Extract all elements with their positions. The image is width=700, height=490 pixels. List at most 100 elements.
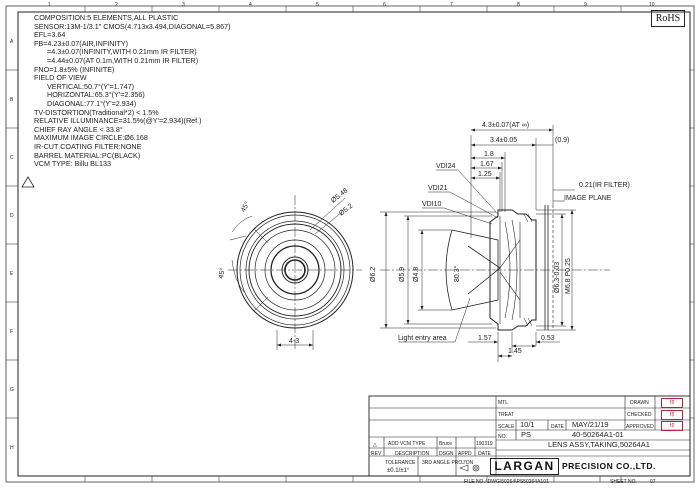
side-dim-18: 1.8 xyxy=(484,151,494,158)
side-top-dims xyxy=(470,125,554,238)
front-aperture xyxy=(284,259,306,281)
title-block-grid xyxy=(368,395,691,482)
revision-triangle xyxy=(21,176,35,188)
zone-row-f: F xyxy=(10,329,14,335)
side-dim-m68: M6.8 P0.25 xyxy=(565,258,572,294)
company-name: PRECISION CO.,LTD. xyxy=(562,461,656,471)
front-dim-arrows xyxy=(277,343,313,347)
spec-fb-near: =4.44±0.07(AT 0.1m,WITH 0.21mm IR FILTER… xyxy=(47,55,199,65)
side-lens-3 xyxy=(511,219,518,321)
projection-symbol xyxy=(459,464,480,472)
file-no: FILE NO.:\DWG\50264\PS50264A101 xyxy=(464,479,549,485)
side-dim-d48: Ø4.8 xyxy=(413,266,420,282)
zone-row-c: C xyxy=(10,155,14,161)
sheet-label: SHEET NO. xyxy=(610,479,637,485)
tb-date-col-label: DATE xyxy=(478,451,491,457)
tb-no: PS xyxy=(521,430,532,439)
front-aperture-outer xyxy=(281,256,309,284)
tb-tolerance: ±0.1/±1° xyxy=(387,468,410,474)
zone-col-3: 3 xyxy=(182,2,185,8)
callout-light-entry: Light entry area xyxy=(398,335,447,342)
spec-fov-horizontal: HORIZONTAL:65.3°(Y'=2.356) xyxy=(47,90,145,100)
spec-sensor: SENSOR:13M-1/3.1" CMOS(4.713x3.494,DIAGO… xyxy=(34,21,231,31)
front-ring-1 xyxy=(239,214,351,326)
zone-row-h: H xyxy=(10,445,14,451)
spec-composition: COMPOSITION:5 ELEMENTS,ALL PLASTIC xyxy=(34,13,179,22)
side-dim-145: 1.45 xyxy=(508,348,522,355)
tb-part-name: LENS ASSY,TAKING,50264A1 xyxy=(548,440,650,449)
zone-col-7: 7 xyxy=(450,2,453,8)
zone-row-b: B xyxy=(10,97,14,103)
front-dim-4-3: 4-3 xyxy=(289,338,300,345)
front-leader-52 xyxy=(314,211,343,235)
side-dim-43: 4.3±0.07(AT ∞) xyxy=(482,122,530,129)
tb-rev-dsgn: Bruce xyxy=(439,441,453,447)
spec-image-circle: MAXIMUM IMAGE CIRCLE:Ø6.168 xyxy=(34,133,148,143)
spec-illuminance: RELATIVE ILLUMINANCE=31.5%(@Y'=2.934)(Re… xyxy=(34,116,202,126)
zone-col-8: 8 xyxy=(517,2,520,8)
tb-drawn-label: DRAWN xyxy=(630,400,649,406)
tb-rev-label: REV xyxy=(371,451,382,457)
zone-row-g: G xyxy=(10,387,14,393)
front-45-arc-2 xyxy=(231,259,245,293)
spec-fov: FIELD OF VIEW xyxy=(34,73,87,83)
tb-rev-entry: ADD VCM TYPE xyxy=(388,441,426,447)
zone-col-2: 2 xyxy=(115,2,118,8)
spec-fov-vertical: VERTICAL:50.7°(Y'=1.747) xyxy=(47,81,135,91)
side-lens-2 xyxy=(504,221,511,319)
side-dim-09: (0.9) xyxy=(555,137,570,144)
tb-date-label: DATE xyxy=(551,424,564,430)
front-notch-sw xyxy=(253,296,269,312)
front-outer-circle xyxy=(236,211,354,329)
zone-row-d: D xyxy=(10,213,14,219)
front-45-arc-1 xyxy=(231,215,253,233)
spec-fb-ir: =4.3±0.07(INFINITY,WITH 0.21mm IR FILTER… xyxy=(47,47,197,57)
zone-row-a: A xyxy=(10,39,14,45)
spec-ir-coating: IR-CUT COATING FILTER:NONE xyxy=(34,141,142,151)
side-dim-157: 1.57 xyxy=(478,335,492,342)
front-ring-2 xyxy=(245,220,345,320)
spec-notes: COMPOSITION:5 ELEMENTS,ALL PLASTIC SENSO… xyxy=(34,13,364,169)
tb-rev-date: 190319 xyxy=(476,441,493,447)
tb-no-label: NO. xyxy=(498,434,507,440)
tb-dsgn-label: DSGN xyxy=(439,451,454,457)
spec-distortion: TV-DISTORTION(Traditional*2) < 1.5% xyxy=(34,107,159,117)
tb-desc-label: DESCRIPTION xyxy=(395,451,430,457)
approved-signature-stamp: 印 xyxy=(661,421,683,431)
spec-fno: FNO=1.8±5% (INFINITE) xyxy=(34,64,115,74)
side-rays xyxy=(499,239,521,301)
zone-col-4: 4 xyxy=(249,2,252,8)
front-ring-3 xyxy=(248,223,342,317)
callout-ir-filter: 0.21(IR FILTER) xyxy=(579,182,630,189)
callout-image-plane: IMAGE PLANE xyxy=(564,195,612,202)
spec-vcm: VCM TYPE: Billu BL133 xyxy=(34,159,111,169)
front-45-leader-1 xyxy=(229,235,247,241)
tb-projection: 3RD ANGLE PROJ'ON xyxy=(422,460,474,466)
zone-col-9: 9 xyxy=(584,2,587,8)
tb-scale: 10/1 xyxy=(520,420,535,429)
tb-mtl-label: MTL xyxy=(498,400,508,406)
tb-checked-label: CHECKED xyxy=(627,412,652,418)
side-dim-d63: Ø6.3-0.03 xyxy=(554,261,561,293)
spec-efl: EFL=3.64 xyxy=(34,30,66,40)
tb-rev-triangle: △ xyxy=(373,442,377,448)
callout-vdi24: VDI24 xyxy=(436,163,456,170)
side-dim-125: 1.25 xyxy=(478,171,492,178)
front-ring-6 xyxy=(270,245,320,295)
spec-fov-diagonal: DIAGONAL:77.1°(Y'=2.934) xyxy=(47,98,137,108)
zone-col-6: 6 xyxy=(383,2,386,8)
zone-col-5: 5 xyxy=(316,2,319,8)
rohs-mark: RoHS xyxy=(651,10,685,27)
tb-approved-label: APPROVED xyxy=(626,424,654,430)
side-thread-hatch xyxy=(523,213,533,327)
zone-col-1: 1 xyxy=(48,2,51,8)
front-ring-5 xyxy=(264,239,326,301)
spec-barrel: BARREL MATERIAL:PC(BLACK) xyxy=(34,150,141,160)
tb-tolerance-label: TOLERANCE xyxy=(385,460,416,466)
side-view xyxy=(380,125,610,362)
zone-ticks xyxy=(6,6,694,482)
front-notch-nw xyxy=(253,228,269,244)
side-barrel-outline xyxy=(489,209,537,331)
